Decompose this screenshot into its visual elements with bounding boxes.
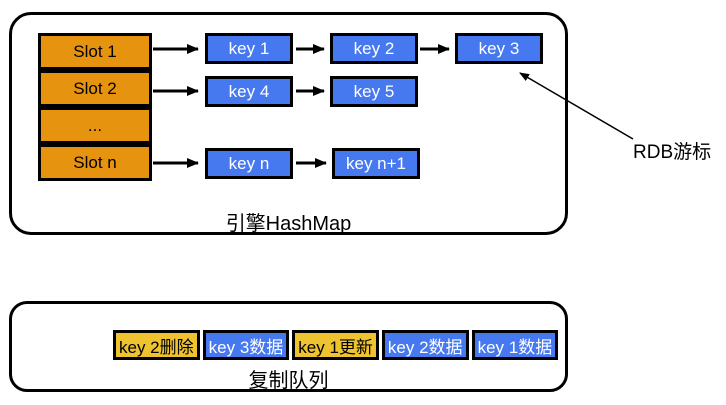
queue-title: 复制队列 <box>248 370 329 392</box>
slot-2: Slot 2 <box>38 70 152 107</box>
rdb-cursor-label: RDB游标 <box>633 142 712 163</box>
key-n1-box: key n+1 <box>332 148 420 179</box>
queue-cell-key2-delete: key 2删除 <box>113 330 200 360</box>
hashmap-title: 引擎HashMap <box>225 213 352 235</box>
key-n-box: key n <box>205 148 293 179</box>
key-2-box: key 2 <box>330 33 418 64</box>
queue-cell-key2-data: key 2数据 <box>381 330 469 360</box>
key-4-box: key 4 <box>205 76 293 107</box>
key-5-box: key 5 <box>330 76 418 107</box>
key-3-box: key 3 <box>455 33 543 64</box>
slot-n: Slot n <box>38 144 152 181</box>
queue-cell-key1-data: key 1数据 <box>471 330 559 360</box>
key-1-box: key 1 <box>205 33 293 64</box>
replication-queue-row: key 2删除 key 3数据 key 1更新 key 2数据 key 1数据 <box>113 330 559 360</box>
queue-cell-key1-update: key 1更新 <box>292 330 379 360</box>
queue-cell-key3-data: key 3数据 <box>202 330 290 360</box>
slot-1: Slot 1 <box>38 33 152 70</box>
slot-ellipsis: ... <box>38 107 152 144</box>
